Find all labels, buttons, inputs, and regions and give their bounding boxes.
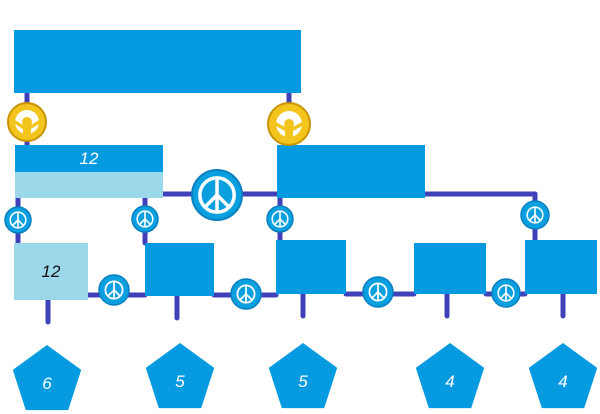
low-block-4 [414,243,486,294]
mid-left-block-top [15,145,163,172]
low-block-2 [145,243,214,296]
pentagon-row: 6 5 5 4 4 [12,343,598,411]
pentagon-icon [268,343,338,409]
valve-right[interactable] [520,200,550,230]
pentagon-icon [528,343,598,409]
valve-low-2[interactable] [230,278,262,310]
top-block [14,30,301,93]
pentagon-value: 5 [298,372,308,391]
pentagon-value: 4 [445,372,454,391]
valve-left-1[interactable] [4,206,32,234]
low-block-3 [276,240,346,294]
pentagon-icon [145,343,215,409]
valve-gold-right[interactable] [267,102,311,146]
low-left-block-label: 12 [41,261,61,281]
pentagon-value: 6 [42,374,52,393]
low-left-block [14,243,88,300]
valve-left-2[interactable] [131,205,159,233]
mid-left-block-label: 12 [79,148,99,168]
low-block-5 [525,240,597,294]
pentagon-value: 4 [558,372,567,391]
goal-pentagon: 4 [528,343,598,409]
goal-pentagon: 5 [268,343,338,409]
pentagon-icon [415,343,485,409]
goal-pentagon: 6 [12,345,82,411]
mid-left-block-bottom [15,172,163,198]
mid-right-block [277,145,425,198]
valve-low-4[interactable] [491,278,521,308]
valve-low-1[interactable] [98,274,130,306]
goal-pentagon: 4 [415,343,485,409]
valve-gold-left[interactable] [7,102,47,142]
pentagon-icon [12,345,82,411]
valve-big-center[interactable] [191,169,243,221]
goal-pentagon: 5 [145,343,215,409]
pentagon-value: 5 [175,372,185,391]
valve-center[interactable] [266,205,294,233]
valve-low-3[interactable] [362,276,394,308]
